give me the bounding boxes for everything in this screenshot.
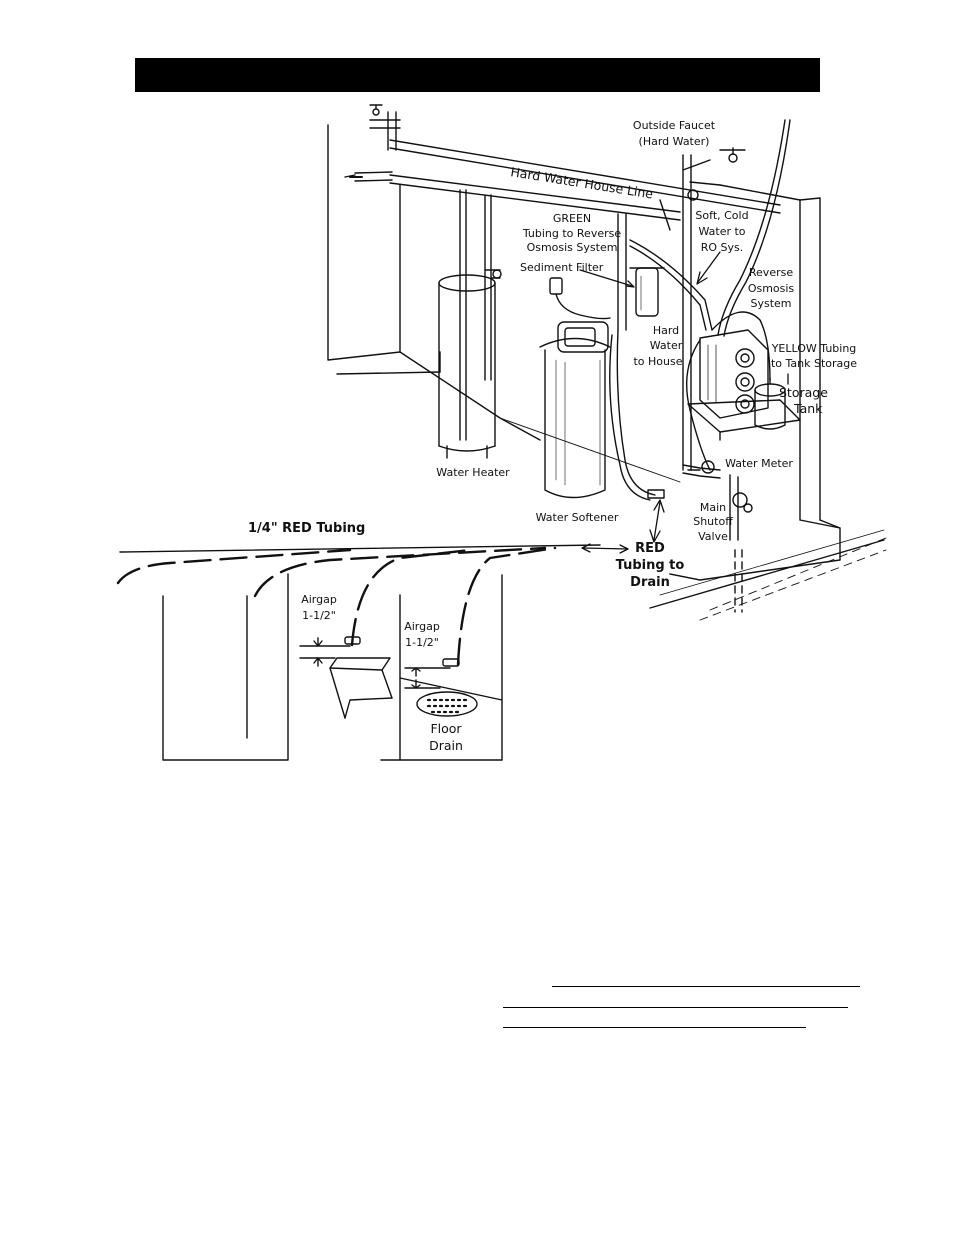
label-outside-faucet: Outside Faucet	[633, 119, 716, 132]
label-hard-water-house-line: Hard Water House Line	[510, 164, 655, 201]
water-softener	[539, 321, 611, 499]
label-green-1: GREEN	[553, 212, 591, 225]
label-drain: Drain	[429, 738, 463, 753]
label-water-heater: Water Heater	[436, 466, 510, 479]
underline-1	[552, 986, 860, 987]
label-reverse-3: System	[750, 297, 791, 310]
label-red-drain-2: Tubing to	[616, 558, 685, 573]
room-walls	[119, 124, 701, 553]
label-airgap-1: Airgap	[301, 593, 337, 606]
label-shutoff-1: Main	[700, 501, 726, 514]
label-green-3: Osmosis System	[527, 241, 618, 254]
underline-2	[503, 1007, 848, 1008]
tubing-lines	[609, 119, 791, 501]
label-airgap-2: Airgap	[404, 620, 440, 633]
label-red-drain-1: RED	[635, 541, 665, 556]
label-arrows	[579, 251, 789, 554]
title-bar	[135, 58, 820, 92]
label-floor: Floor	[430, 721, 462, 736]
label-reverse-2: Osmosis	[748, 282, 795, 295]
label-airgap-1-size: 1-1/2"	[302, 609, 336, 622]
label-yellow-1: YELLOW Tubing	[771, 342, 857, 355]
label-shutoff-2: Shutoff	[693, 515, 733, 528]
sediment-filter	[549, 267, 665, 320]
label-shutoff-3: Valve	[698, 530, 728, 543]
label-red-drain-3: Drain	[630, 575, 670, 590]
label-yellow-2: to Tank Storage	[771, 357, 857, 370]
label-water-meter: Water Meter	[725, 457, 793, 470]
drain-setups	[162, 573, 503, 761]
label-hard-water: (Hard Water)	[639, 135, 710, 148]
label-green-2: Tubing to Reverse	[522, 227, 621, 240]
label-storage-2: Tank	[793, 401, 823, 416]
water-meter	[682, 460, 753, 541]
reverse-osmosis-system	[687, 329, 801, 441]
underline-3	[503, 1027, 806, 1028]
label-reverse-1: Reverse	[749, 266, 793, 279]
label-soft-2: Water to	[698, 225, 745, 238]
label-soft-3: RO Sys.	[701, 241, 744, 254]
label-airgap-2-size: 1-1/2"	[405, 636, 439, 649]
label-hard-to-house-3: to House	[633, 355, 682, 368]
label-storage-1: Storage	[779, 385, 828, 400]
red-tubing-dashed	[116, 546, 557, 667]
right-wall	[649, 181, 887, 621]
label-hard-to-house-1: Hard	[653, 324, 679, 337]
label-water-softener: Water Softener	[536, 511, 619, 524]
hard-water-pipes	[344, 104, 781, 471]
label-sediment-filter: Sediment Filter	[520, 261, 604, 274]
label-soft-1: Soft, Cold	[695, 209, 748, 222]
label-hard-to-house-2: Water	[650, 339, 683, 352]
water-heater	[438, 274, 496, 459]
label-quarter-inch-red-tubing: 1/4" RED Tubing	[248, 521, 365, 536]
